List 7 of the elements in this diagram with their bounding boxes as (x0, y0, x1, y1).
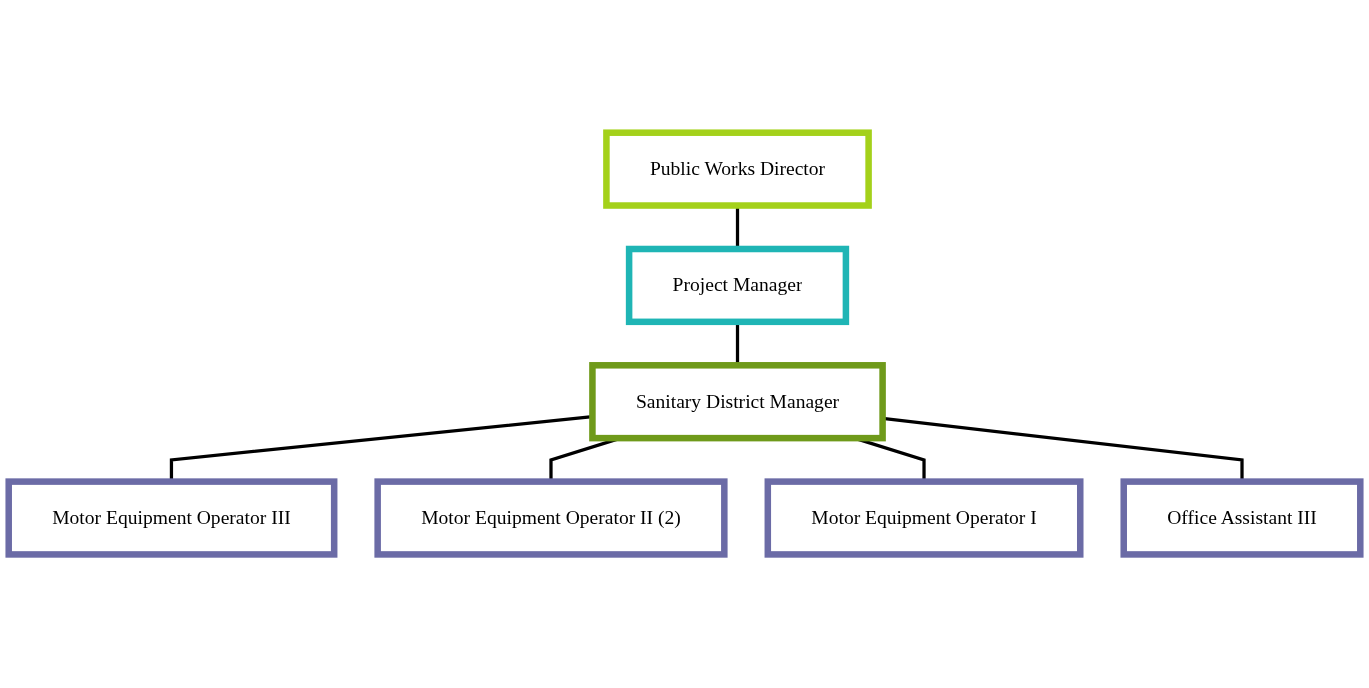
node-box: Motor Equipment Operator II (2) (374, 478, 728, 559)
node-box: Motor Equipment Operator I (764, 478, 1084, 559)
node-box: Sanitary District Manager (589, 362, 886, 442)
node-box: Project Manager (625, 246, 850, 326)
node-box: Motor Equipment Operator III (5, 478, 338, 559)
node-box: Public Works Director (603, 129, 872, 210)
node-box: Office Assistant III (1120, 478, 1364, 559)
